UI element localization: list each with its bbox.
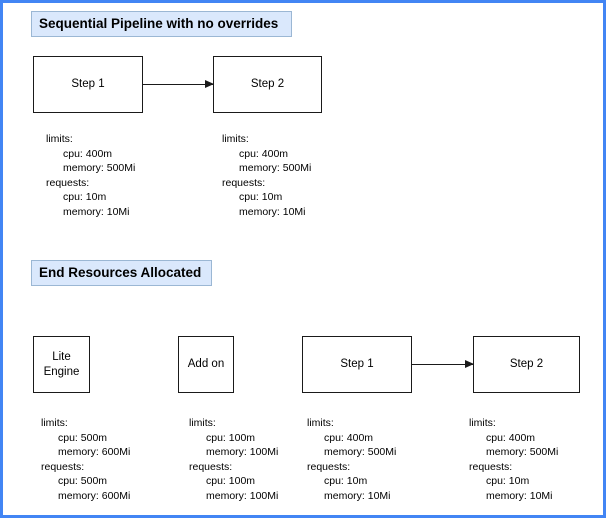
node-step-1-pipeline: Step 1 xyxy=(33,56,143,113)
requests-memory: memory: 10Mi xyxy=(63,205,130,218)
resource-spec-step-1-pipeline: limits: cpu: 400m memory: 500Mi requests… xyxy=(46,132,135,220)
resource-spec-add-on: limits: cpu: 100m memory: 100Mi requests… xyxy=(189,416,278,504)
arrow-shaft xyxy=(412,364,474,365)
limits-key: limits: xyxy=(189,417,216,429)
node-lite-engine: Lite Engine xyxy=(33,336,90,393)
requests-cpu: cpu: 10m xyxy=(63,191,107,204)
limits-key: limits: xyxy=(41,417,68,429)
requests-memory: memory: 10Mi xyxy=(239,205,306,218)
node-label: Lite Engine xyxy=(43,350,80,378)
requests-cpu: cpu: 10m xyxy=(486,475,530,488)
requests-key: requests: xyxy=(41,460,85,473)
requests-cpu: cpu: 10m xyxy=(239,191,283,204)
requests-key: requests: xyxy=(222,176,266,189)
section-banner-pipeline: Sequential Pipeline with no overrides xyxy=(31,11,292,37)
limits-cpu: cpu: 400m xyxy=(63,147,113,160)
resource-spec-step-2-pipeline: limits: cpu: 400m memory: 500Mi requests… xyxy=(222,132,311,220)
node-step-2-end-resources: Step 2 xyxy=(473,336,580,393)
arrow-head-icon xyxy=(465,360,474,368)
limits-cpu: cpu: 400m xyxy=(486,431,536,444)
requests-memory: memory: 10Mi xyxy=(486,489,553,502)
node-step-1-end-resources: Step 1 xyxy=(302,336,412,393)
arrow-step1-to-step2-end-resources xyxy=(412,360,474,369)
requests-cpu: cpu: 500m xyxy=(58,475,108,488)
limits-key: limits: xyxy=(307,417,334,429)
node-label: Step 2 xyxy=(250,78,285,90)
arrow-head-icon xyxy=(205,80,214,88)
node-label: Step 1 xyxy=(71,78,105,90)
requests-memory: memory: 600Mi xyxy=(58,489,131,502)
node-label: Step 1 xyxy=(340,358,374,370)
requests-cpu: cpu: 100m xyxy=(206,475,256,488)
limits-key: limits: xyxy=(46,133,73,145)
resource-spec-lite-engine: limits: cpu: 500m memory: 600Mi requests… xyxy=(41,416,130,504)
section-banner-end-resources: End Resources Allocated xyxy=(31,260,212,286)
section-banner-end-resources-label: End Resources Allocated xyxy=(39,265,202,281)
limits-key: limits: xyxy=(222,133,249,145)
limits-memory: memory: 500Mi xyxy=(239,162,312,175)
requests-key: requests: xyxy=(46,176,90,189)
requests-key: requests: xyxy=(469,460,513,473)
limits-cpu: cpu: 400m xyxy=(239,147,289,160)
limits-memory: memory: 600Mi xyxy=(58,446,131,459)
requests-memory: memory: 100Mi xyxy=(206,489,279,502)
requests-key: requests: xyxy=(189,460,233,473)
node-step-2-pipeline: Step 2 xyxy=(213,56,322,113)
limits-cpu: cpu: 100m xyxy=(206,431,256,444)
arrow-step1-to-step2-pipeline xyxy=(143,80,214,89)
limits-cpu: cpu: 500m xyxy=(58,431,108,444)
limits-memory: memory: 100Mi xyxy=(206,446,279,459)
requests-cpu: cpu: 10m xyxy=(324,475,368,488)
limits-key: limits: xyxy=(469,417,496,429)
section-banner-pipeline-label: Sequential Pipeline with no overrides xyxy=(39,16,279,32)
node-label: Add on xyxy=(187,358,225,370)
resource-spec-step-1-end-resources: limits: cpu: 400m memory: 500Mi requests… xyxy=(307,416,396,504)
node-label: Step 2 xyxy=(509,358,544,370)
arrow-shaft xyxy=(143,84,214,85)
resource-spec-step-2-end-resources: limits: cpu: 400m memory: 500Mi requests… xyxy=(469,416,558,504)
limits-memory: memory: 500Mi xyxy=(486,446,559,459)
requests-memory: memory: 10Mi xyxy=(324,489,391,502)
limits-memory: memory: 500Mi xyxy=(324,446,397,459)
node-add-on: Add on xyxy=(178,336,234,393)
requests-key: requests: xyxy=(307,460,351,473)
limits-cpu: cpu: 400m xyxy=(324,431,374,444)
limits-memory: memory: 500Mi xyxy=(63,162,136,175)
